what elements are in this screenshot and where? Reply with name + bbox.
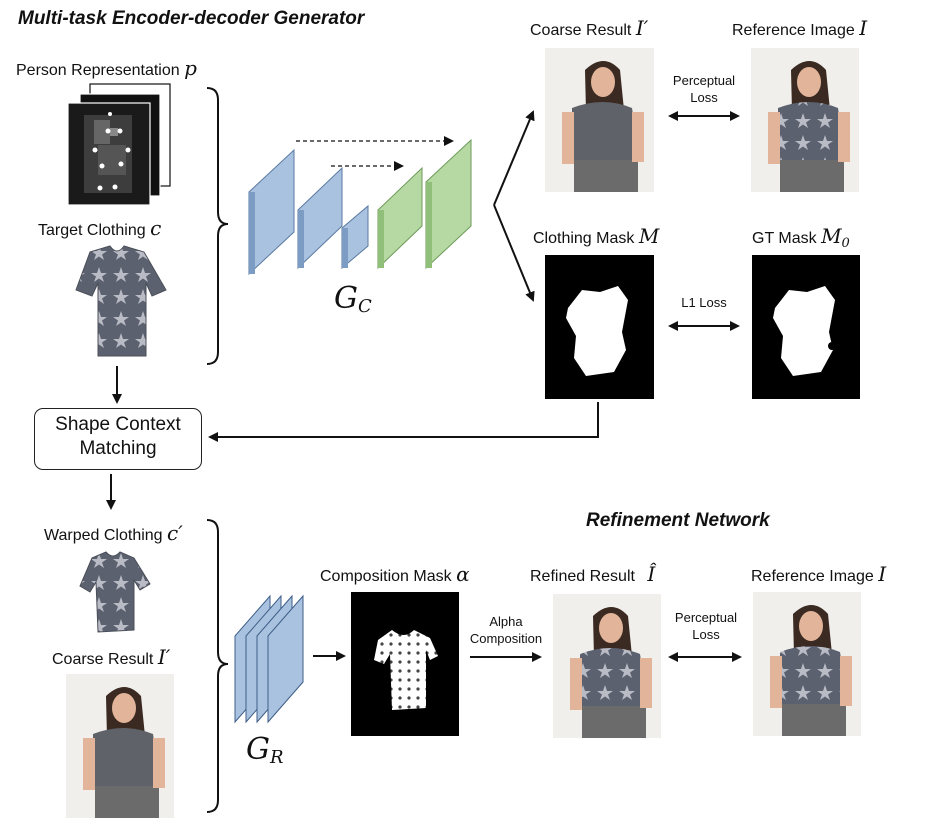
top-title: Multi-task Encoder-decoder Generator: [18, 8, 365, 29]
bottom-title: Refinement Network: [586, 510, 770, 531]
gt-mask-image: [752, 255, 860, 399]
generator-r-label: GR: [246, 732, 284, 769]
coarse-result-image-bottom: [66, 674, 174, 818]
reference-image-bottom: [753, 592, 861, 736]
generator-r-blocks: [234, 594, 304, 724]
refined-result-label: Refined Result Î: [530, 562, 656, 586]
clothing-mask-label: Clothing Mask M: [533, 224, 660, 248]
arrow-to-clothing-mask: [493, 204, 535, 302]
person-representation-label: Person Representation p: [16, 56, 197, 80]
warped-clothing-label: Warped Clothing c′: [44, 521, 183, 545]
gt-mask-label: GT Mask M0: [752, 224, 850, 252]
arrow-to-coarse-result: [493, 110, 535, 206]
l1-loss-label: L1 Loss: [681, 295, 727, 310]
warped-clothing-image: [79, 551, 151, 633]
person-representation-maps: [67, 83, 171, 206]
composition-mask-image: [351, 592, 459, 736]
generator-c-blocks: [248, 138, 472, 276]
coarse-result-label-bottom: Coarse Result I′: [52, 645, 171, 669]
arrow-mask-to-shape-context: [208, 402, 599, 442]
clothing-mask-image: [545, 255, 654, 399]
input-brace-top: [206, 87, 229, 365]
target-clothing-image: [75, 245, 167, 357]
target-clothing-label: Target Clothing c: [38, 216, 162, 240]
reference-image-label-bottom: Reference Image I: [751, 562, 887, 586]
reference-image-label: Reference Image I: [732, 16, 868, 40]
coarse-result-label: Coarse Result I′: [530, 16, 649, 40]
composition-mask-label: Composition Mask α: [320, 562, 470, 586]
generator-c-label: GC: [334, 281, 372, 318]
coarse-result-image: [545, 48, 654, 192]
refined-result-image: [553, 594, 661, 738]
reference-image-top: [751, 48, 859, 192]
input-brace-bottom: [206, 519, 229, 813]
